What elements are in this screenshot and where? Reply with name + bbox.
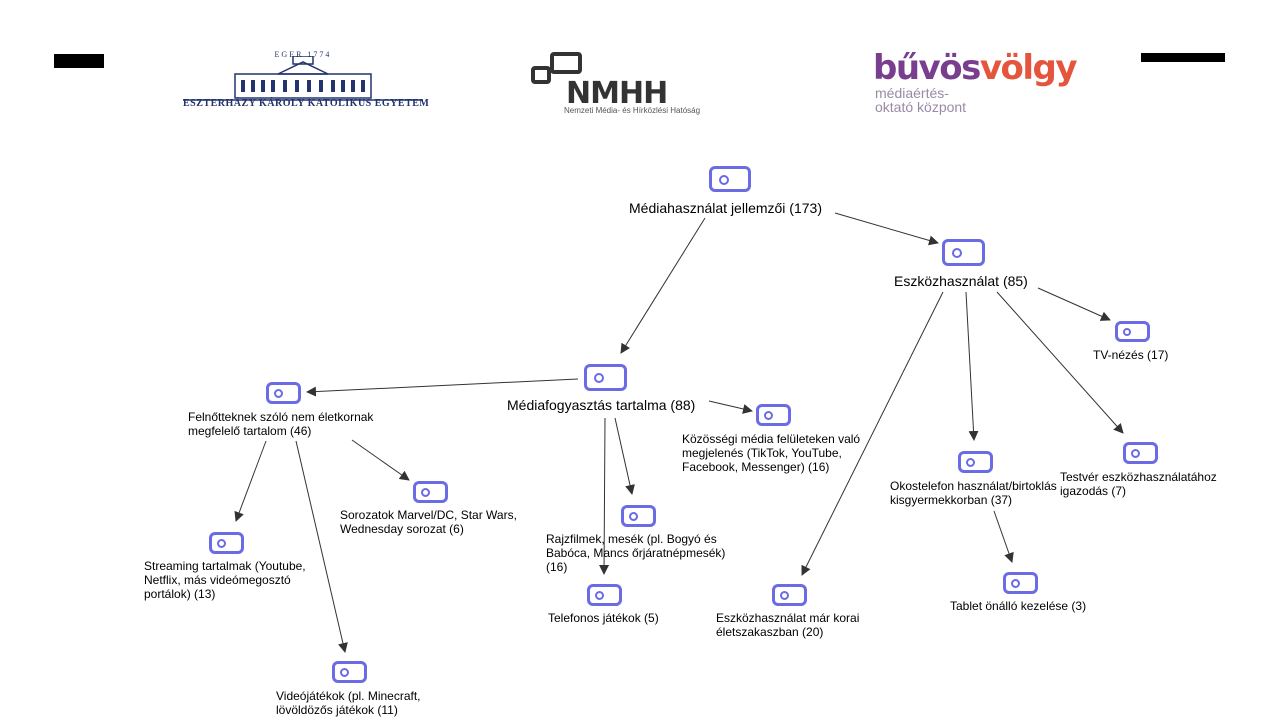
- decor-bar-right: [1141, 53, 1225, 62]
- tag-dot-icon: [764, 411, 773, 420]
- buvosvolgy-logo: bűvösvölgy médiaértés- oktató központ: [873, 48, 1078, 115]
- node-label: Tablet önálló kezelése (3): [950, 599, 1087, 613]
- node-label: Streaming tartalmak (Youtube, Netflix, m…: [144, 559, 306, 601]
- tag-dot-icon: [421, 488, 430, 497]
- node-label: Testvér eszközhasználatához igazodás (7): [1060, 470, 1217, 498]
- nmhh-logo: NMHH Nemzeti Média- és Hírközlési Hatósá…: [530, 50, 740, 116]
- node-label: Videójátékok (pl. Minecraft, lövöldözős …: [276, 689, 421, 717]
- tag-icon: [413, 481, 448, 503]
- edge-mediafogy-kozossegi: [708, 400, 753, 414]
- node-label: Telefonos játékok (5): [548, 611, 659, 625]
- tag-icon: [1115, 321, 1150, 342]
- node-label: Médiafogyasztás tartalma (88): [507, 397, 696, 413]
- tag-dot-icon: [340, 668, 349, 677]
- node-label: Felnőtteknek szóló nem életkornak megfel…: [188, 410, 374, 438]
- tag-icon: [709, 166, 751, 192]
- tag-icon: [1123, 442, 1158, 464]
- nmhh-squares-icon: [531, 52, 582, 84]
- edge-felnott-videojatek: [295, 440, 348, 653]
- tag-dot-icon: [1131, 449, 1140, 458]
- tag-icon: [266, 382, 301, 404]
- tag-dot-icon: [629, 512, 638, 521]
- edge-eszkoz-korai: [801, 291, 944, 576]
- edge-mediafogy-rajzfilmek: [614, 417, 635, 495]
- nmhh-logo-word: NMHH: [566, 76, 668, 111]
- tag-icon: [587, 584, 622, 606]
- tag-icon: [756, 404, 791, 426]
- eky-logo: EGER 1774 ESZTERHÁZY KÁROLY KATOLIKUS EG…: [183, 50, 430, 116]
- edge-felnott-streaming: [234, 440, 267, 522]
- edge-eszkoz-tv: [1037, 287, 1111, 321]
- tag-dot-icon: [1011, 579, 1020, 588]
- edge-mediafogy-felnott: [306, 378, 579, 397]
- eky-logo-name: ESZTERHÁZY KÁROLY KATOLIKUS EGYETEM: [183, 98, 430, 109]
- edge-root-eszkoz: [834, 212, 939, 246]
- node-label: Eszközhasználat (85): [894, 273, 1028, 289]
- tag-icon: [584, 364, 627, 391]
- tag-dot-icon: [1123, 328, 1131, 336]
- buvosvolgy-logo-subtitle: médiaértés- oktató központ: [875, 85, 967, 115]
- tag-icon: [772, 584, 807, 606]
- tag-icon: [1003, 572, 1038, 594]
- node-label: Rajzfilmek, mesék (pl. Bogyó és Babóca, …: [546, 532, 726, 574]
- tag-dot-icon: [217, 539, 226, 548]
- tag-dot-icon: [780, 591, 789, 600]
- tag-dot-icon: [952, 248, 962, 258]
- node-label: Médiahasználat jellemzői (173): [629, 200, 822, 216]
- buvosvolgy-logo-word-b: völgy: [979, 48, 1078, 88]
- node-label: Eszközhasználat már korai életszakaszban…: [716, 611, 860, 639]
- eky-building-icon: [183, 56, 423, 101]
- tag-dot-icon: [966, 458, 975, 467]
- eky-logo-top-text: EGER 1774: [274, 50, 332, 59]
- tag-dot-icon: [595, 591, 604, 600]
- tag-icon: [332, 661, 367, 683]
- tag-icon: [209, 532, 244, 554]
- tag-dot-icon: [274, 389, 283, 398]
- tag-icon: [958, 451, 993, 473]
- tag-dot-icon: [594, 373, 604, 383]
- nmhh-logo-subtitle: Nemzeti Média- és Hírközlési Hatóság: [564, 106, 701, 115]
- node-label: Közösségi média felületeken való megjele…: [682, 432, 861, 474]
- buvosvolgy-logo-word: bűvösvölgy: [873, 48, 1078, 88]
- edge-okostelefon-tablet: [993, 510, 1014, 563]
- node-label: TV-nézés (17): [1093, 348, 1169, 362]
- decor-bar-left: [54, 54, 104, 68]
- edge-eszkoz-testver: [996, 291, 1124, 434]
- edge-felnott-sorozatok: [351, 439, 410, 481]
- edge-mediafogy-telefonos: [599, 417, 610, 575]
- tag-icon: [942, 239, 985, 266]
- node-label: Okostelefon használat/birtoklás kisgyerm…: [890, 479, 1057, 507]
- edge-root-mediafogy: [620, 217, 706, 354]
- tag-icon: [621, 505, 656, 527]
- edge-eszkoz-okostelefon: [965, 291, 979, 441]
- buvosvolgy-logo-word-a: bűvös: [873, 48, 981, 88]
- node-label: Sorozatok Marvel/DC, Star Wars, Wednesda…: [340, 508, 517, 536]
- tag-dot-icon: [719, 175, 729, 185]
